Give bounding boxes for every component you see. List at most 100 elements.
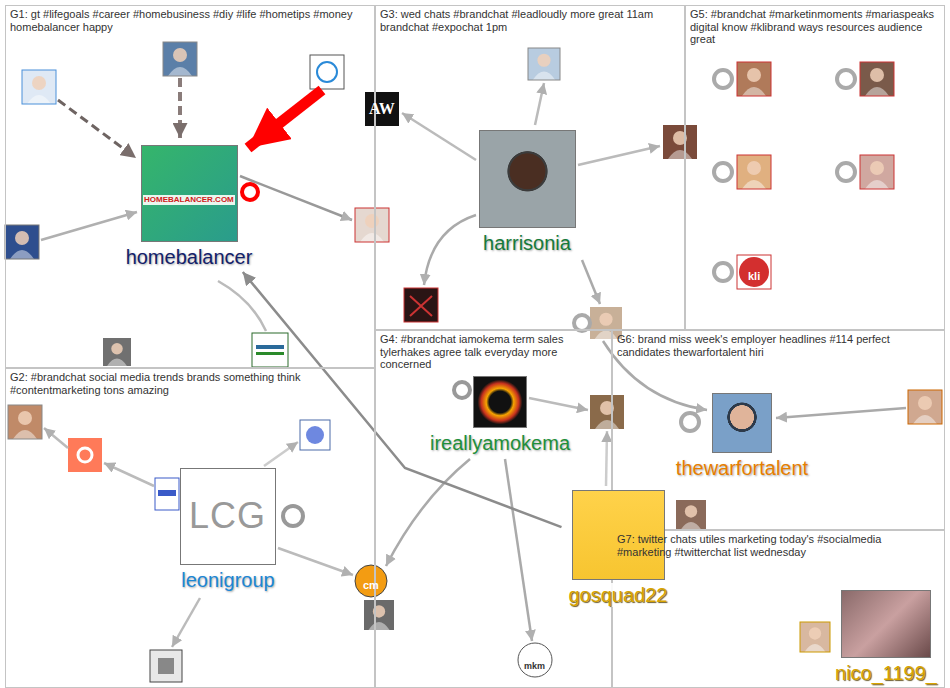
link-line [535,83,544,125]
icon-frame [860,155,894,189]
avatar-image [712,393,772,453]
icon-frame [737,155,771,189]
avatar-icon [663,125,697,159]
logo-icon [404,288,438,322]
dashed-link [58,100,136,158]
node-label: thewarfortalent [674,456,810,480]
logo-mark [256,352,284,355]
logo-icon [355,565,387,597]
group-panel: G3: wed chats #brandchat #leadloudly mor… [375,5,685,330]
group-panel: G4: #brandchat iamokema term sales tyler… [375,330,612,688]
avatar-icon [590,395,624,429]
logo-text: HOMEBALANCER.COM [143,195,235,205]
group-heading: G6: brand miss week's employer headlines… [613,331,942,360]
self-loop [454,382,470,398]
icon-frame [908,390,942,424]
avatar-icon [860,62,894,96]
link-line [41,212,137,240]
link-line [104,463,154,486]
link-line [240,176,352,220]
link-line [402,113,476,160]
logo-icon [68,438,102,472]
logo-mark [317,62,337,82]
avatar-icon [8,405,42,439]
group-heading: G3: wed chats #brandchat #leadloudly mor… [376,6,682,35]
avatar-icon [364,600,394,630]
link-line [578,146,660,165]
logo-icon [518,643,552,677]
logo-label-box: cm [363,575,379,593]
node-label: gosquad22 [567,583,670,607]
node-label: homebalancer [124,245,255,269]
avatar-icon [103,338,131,366]
group-heading: G4: #brandchat iamokema term sales tyler… [376,331,609,373]
logo-icon [252,333,288,367]
self-loop [681,413,699,431]
icon-frame [737,62,771,96]
link-line [582,260,600,304]
avatar-icon [860,155,894,189]
icon-frame [355,208,389,242]
avatar-image [479,130,576,228]
logo-label-box: kli [748,266,760,284]
link-line [218,281,266,331]
self-loop [283,506,303,526]
logo-text: mkm [524,661,545,672]
self-loop [714,70,732,88]
avatar-image [841,590,931,658]
self-loop [837,70,855,88]
logo-mark [306,426,324,444]
logo-mark [158,490,176,496]
self-loop [574,315,590,331]
avatar-icon [5,225,39,259]
logo-mark [410,296,432,316]
person-node: ireallyamokema [423,373,578,458]
link-line [505,459,532,641]
logo-icon [150,650,182,682]
link-line [776,408,906,418]
link-line [529,398,588,410]
avatar-icon [737,155,771,189]
logo-label-box: mkm [524,655,545,673]
self-loop [242,184,258,200]
avatar-icon [737,62,771,96]
icon-frame [528,48,560,80]
node-label: harrisonia [481,231,573,255]
logo-icon [300,420,330,450]
group-heading: G2: #brandchat social media trends brand… [6,369,314,398]
avatar-image [141,145,238,242]
group-heading: G5: #brandchat #marketinmoments #mariasp… [686,6,942,48]
person-node: nico_1199_ [828,587,944,688]
logo-label-box: LCG [189,496,266,536]
avatar-icon [163,42,197,76]
link-line [264,442,298,466]
avatar-icon [800,622,830,652]
edge-connector [243,272,562,527]
logo-icon [365,92,399,126]
person-node: harrisonia [474,127,581,258]
logo-mark [78,448,92,462]
logo-mark [158,658,174,674]
node-label: ireallyamokema [428,431,572,455]
logo-text: kli [748,270,760,283]
logo-icon [155,478,179,510]
link-line [606,431,607,486]
logo-text: cm [363,579,379,592]
avatar-icon [355,208,389,242]
dashed-link [178,78,182,138]
logo-label-box: AW [369,100,395,118]
avatar-icon [22,70,56,104]
link-line [278,548,353,575]
node-label: leonigroup [179,568,276,592]
person-node: homebalancer [119,142,260,272]
logo-icon [737,255,771,289]
icon-frame [8,405,42,439]
link-line [424,215,476,285]
logo-icon [310,55,344,89]
group-panel: G1: gt #lifegoals #career #homebusiness … [5,5,375,368]
link-line [172,598,200,647]
group-panel: G7: twitter chats utiles marketing today… [612,530,945,688]
logo-text: AW [369,100,395,118]
icon-frame [5,225,39,259]
icon-frame [800,622,830,652]
